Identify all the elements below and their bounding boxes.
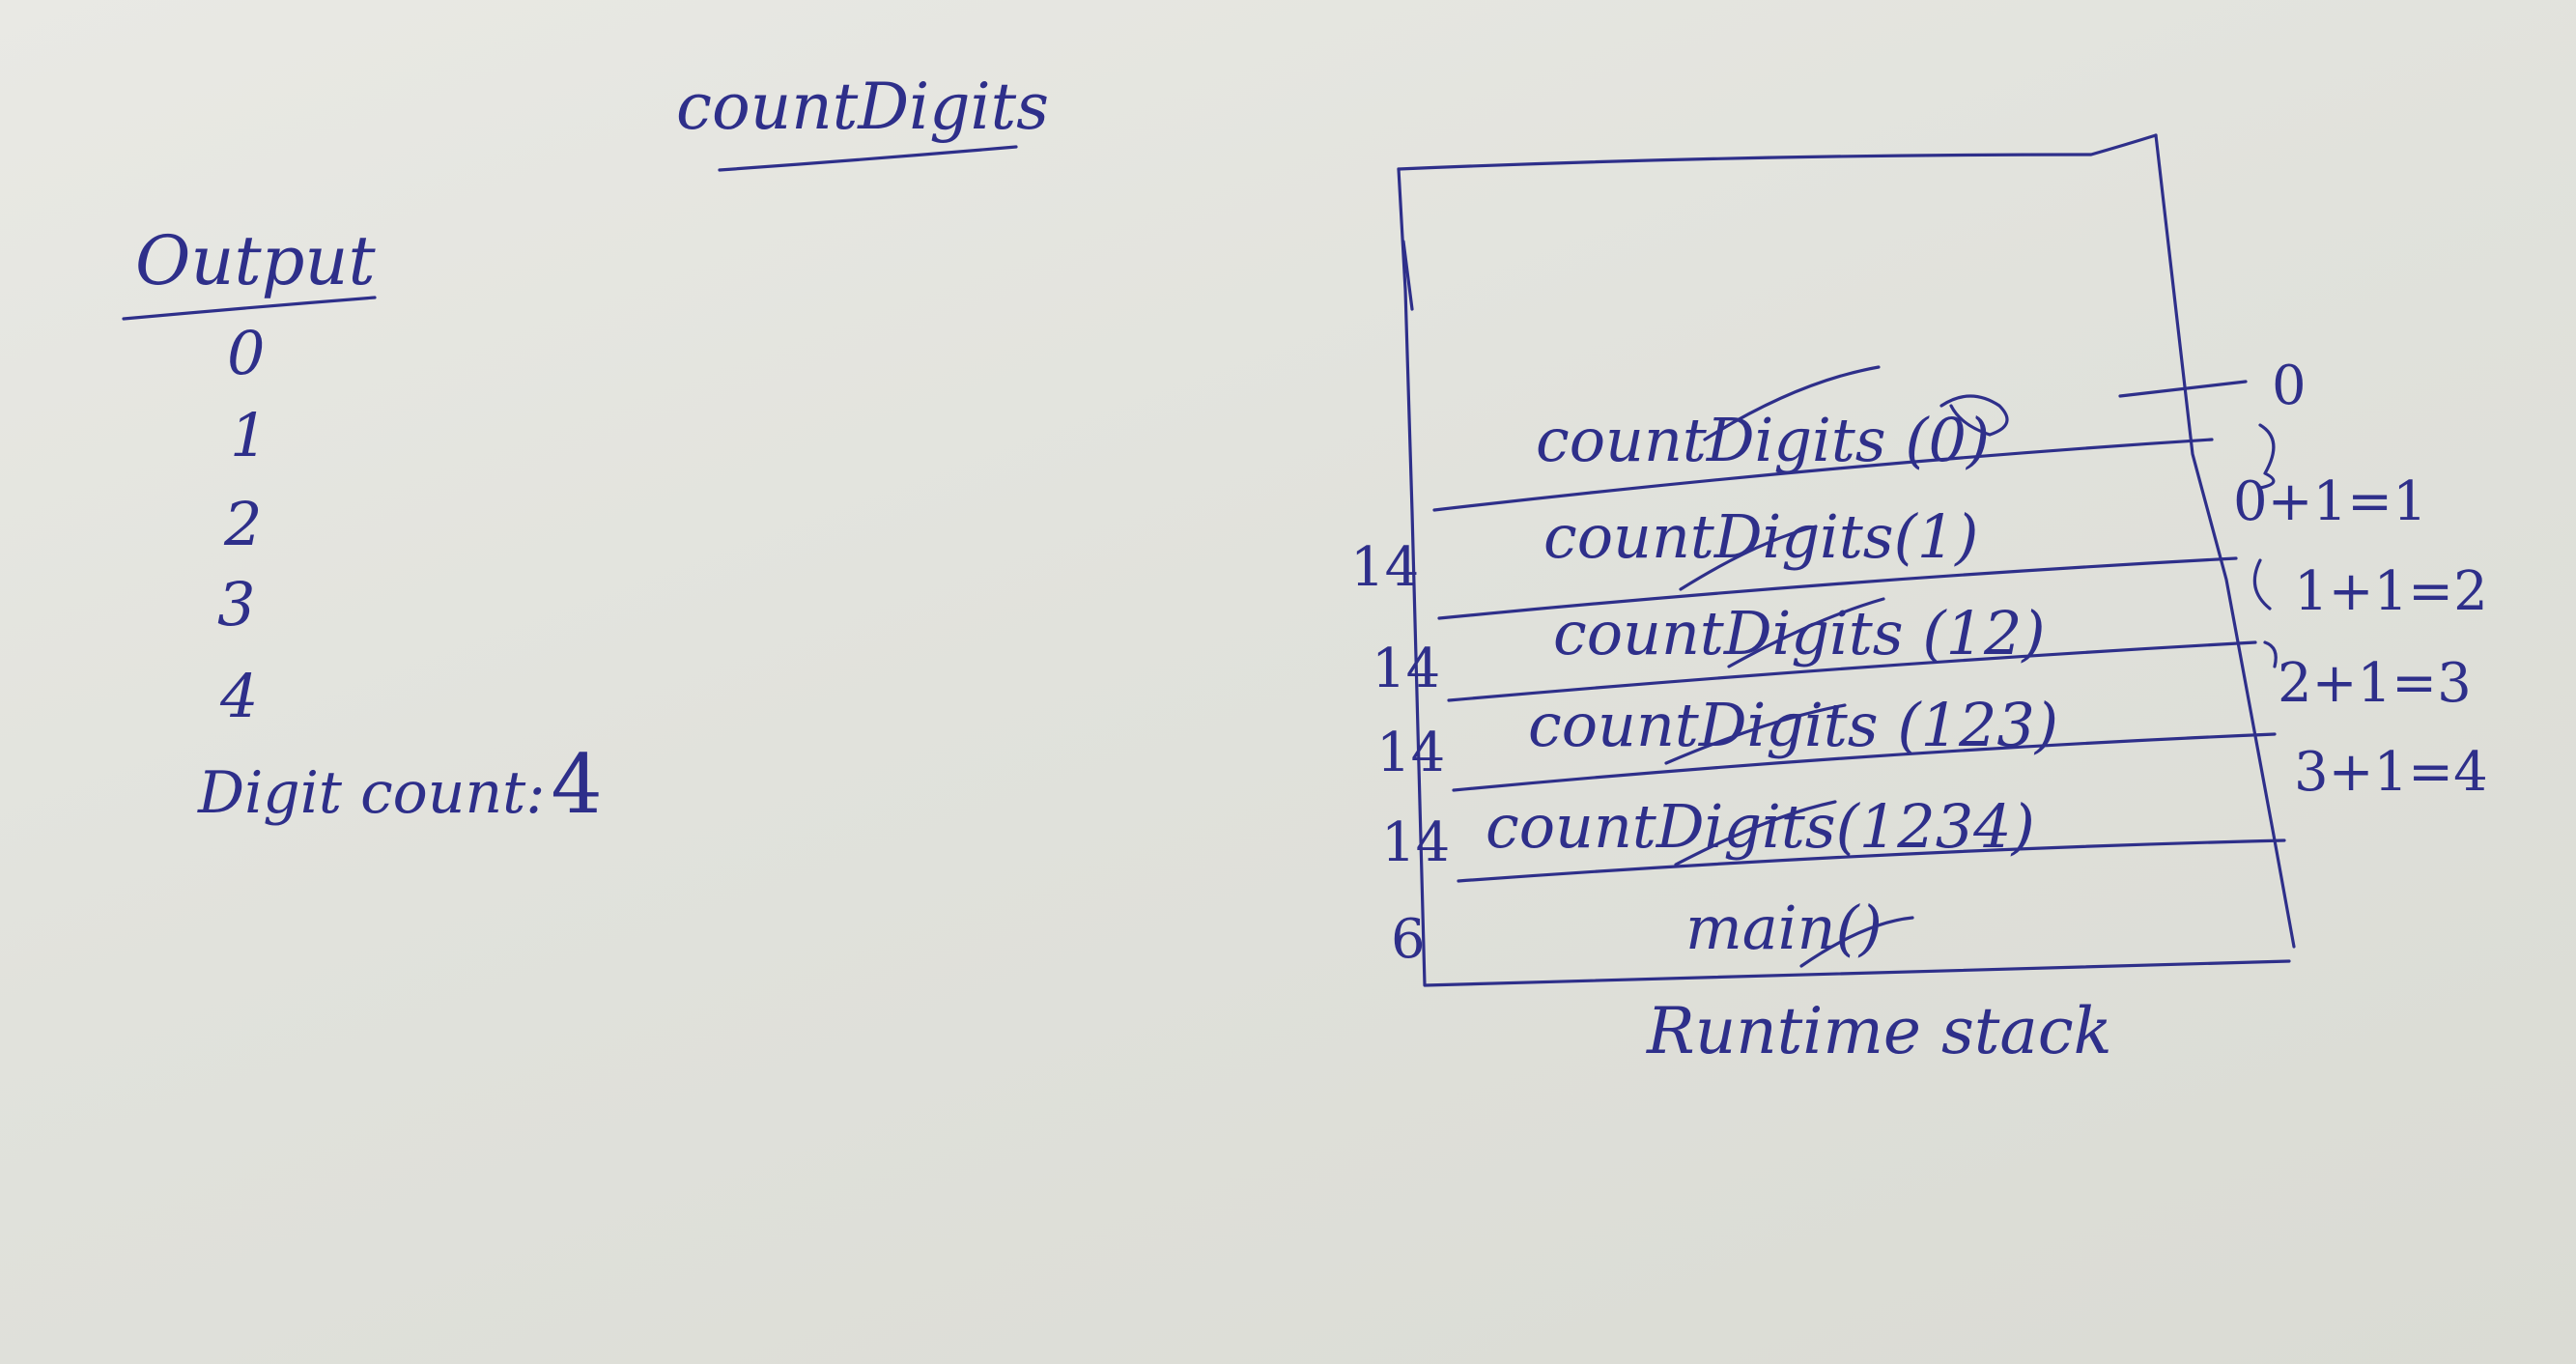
return-line-number: 14 [1350, 536, 1420, 599]
digit-count-value: 4 [551, 737, 603, 832]
stack-frame-label: countDigits (123) [1528, 690, 2059, 760]
return-line-number: 14 [1381, 811, 1451, 874]
return-value: 1+1=2 [2294, 560, 2488, 623]
stack-frame-label: countDigits (12) [1553, 598, 2046, 668]
frame-divider [1447, 640, 2257, 702]
stack-left-right-bottom [1397, 167, 2291, 987]
return-arrow [2258, 423, 2276, 490]
frame-divider [1452, 732, 2277, 792]
return-arrow [2118, 380, 2248, 398]
stack-right-edge [2154, 133, 2296, 949]
output-value: 0 [227, 318, 266, 388]
return-value: 0+1=1 [2233, 470, 2427, 533]
runtime-stack-caption: Runtime stack [1647, 994, 2112, 1068]
strike-through [1664, 703, 1847, 765]
output-value: 1 [230, 400, 269, 470]
strike-through [1703, 365, 1881, 441]
stack-top [1397, 133, 2158, 171]
return-arrow [2252, 558, 2272, 611]
title-underline [718, 145, 1018, 172]
frame-divider [1437, 556, 2238, 620]
strike-through [1727, 597, 1885, 668]
scribble-zero [1939, 394, 2009, 437]
stack-frame-label: countDigits(1234) [1486, 791, 2035, 862]
strike-through [1799, 916, 1914, 968]
stack-left-tick [1401, 240, 1414, 311]
diagram-title: countDigits [676, 70, 1050, 144]
output-value: 4 [220, 661, 259, 731]
digit-count: Digit count:4 [198, 744, 603, 825]
digit-count-label: Digit count: [198, 759, 546, 827]
return-arrow [2263, 640, 2278, 668]
output-value: 2 [224, 489, 263, 559]
stack-frame-label: countDigits(1) [1543, 501, 1979, 572]
return-value: 3+1=4 [2294, 741, 2488, 804]
frame-divider [1457, 838, 2286, 883]
return-value: 2+1=3 [2278, 652, 2472, 715]
stack-frame-label: main() [1685, 893, 1882, 963]
output-underline [122, 296, 377, 321]
return-line-number: 14 [1376, 722, 1446, 784]
stack-frame-label: countDigits (0) [1536, 405, 1991, 475]
output-value: 3 [217, 569, 256, 639]
strike-through [1674, 800, 1837, 867]
strike-through [1679, 525, 1818, 591]
return-line-number: 6 [1391, 908, 1426, 971]
return-value: 0 [2272, 355, 2307, 417]
return-line-number: 14 [1372, 638, 1441, 700]
output-heading: Output [135, 221, 376, 300]
frame-divider [1432, 438, 2214, 512]
